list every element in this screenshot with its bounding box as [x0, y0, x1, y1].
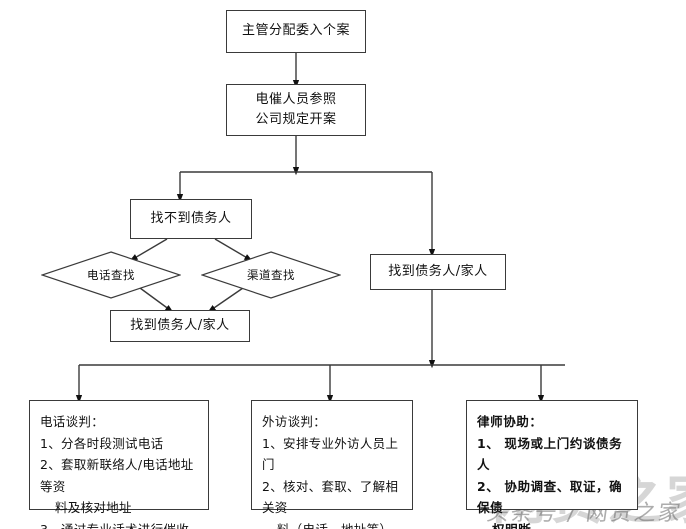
- detail-phone-negotiation-item-3: 3、通过专业话术进行催收: [40, 521, 190, 529]
- detail-phone-negotiation-item-1: 1、分各时段测试电话: [40, 435, 164, 451]
- node-assign-case[interactable]: 主管分配委入个案: [226, 10, 366, 53]
- detail-field-visit[interactable]: 外访谈判： 1、安排专业外访人员上门 2、核对、套取、了解相关资 料（电话、地址…: [251, 400, 413, 529]
- node-assign-case-label: 主管分配委入个案: [241, 23, 350, 39]
- detail-phone-negotiation-item-2: 2、套取新联络人/电话地址等资: [40, 457, 194, 494]
- detail-lawyer-assist-item-1: 1、 现场或上门约谈债务人: [477, 435, 623, 473]
- node-open-case-label-2: 公司规定开案: [255, 112, 337, 127]
- detail-lawyer-assist-item-2: 2、 协助调查、取证，确保债: [477, 478, 623, 516]
- detail-lawyer-assist-item-2-cont: 权明晰: [492, 521, 532, 529]
- node-debtor-found-right-label: 找到债务人/家人: [388, 263, 488, 279]
- detail-lawyer-assist-head: 律师协助：: [477, 414, 543, 429]
- detail-field-visit-item-1: 1、安排专业外访人员上门: [262, 435, 399, 473]
- decision-channel-search[interactable]: 渠道查找: [201, 251, 341, 299]
- decision-phone-search[interactable]: 电话查找: [41, 251, 181, 299]
- node-debtor-found-left-label: 找到债务人/家人: [130, 317, 230, 333]
- node-debtor-found-right[interactable]: 找到债务人/家人: [370, 254, 506, 290]
- decision-phone-search-label: 电话查找: [87, 268, 135, 282]
- detail-field-visit-item-2-cont: 料（电话、地址等）: [277, 521, 393, 529]
- node-open-case[interactable]: 电催人员参照 公司规定开案: [226, 84, 366, 136]
- detail-field-visit-head: 外访谈判：: [262, 414, 327, 429]
- decision-channel-search-label: 渠道查找: [247, 268, 295, 282]
- detail-field-visit-item-2: 2、核对、套取、了解相关资: [262, 478, 399, 516]
- node-debtor-not-found-label: 找不到债务人: [150, 210, 232, 226]
- node-debtor-found-left[interactable]: 找到债务人/家人: [110, 310, 250, 342]
- detail-phone-negotiation-item-2-cont: 料及核对地址: [55, 500, 132, 515]
- detail-lawyer-assist[interactable]: 律师协助： 1、 现场或上门约谈债务人 2、 协助调查、取证，确保债 权明晰 3…: [466, 400, 638, 529]
- detail-phone-negotiation-head: 电话谈判：: [40, 414, 105, 429]
- detail-phone-negotiation[interactable]: 电话谈判： 1、分各时段测试电话 2、套取新联络人/电话地址等资 料及核对地址 …: [29, 400, 209, 529]
- node-open-case-label-1: 电催人员参照: [255, 91, 337, 107]
- node-debtor-not-found[interactable]: 找不到债务人: [130, 199, 252, 239]
